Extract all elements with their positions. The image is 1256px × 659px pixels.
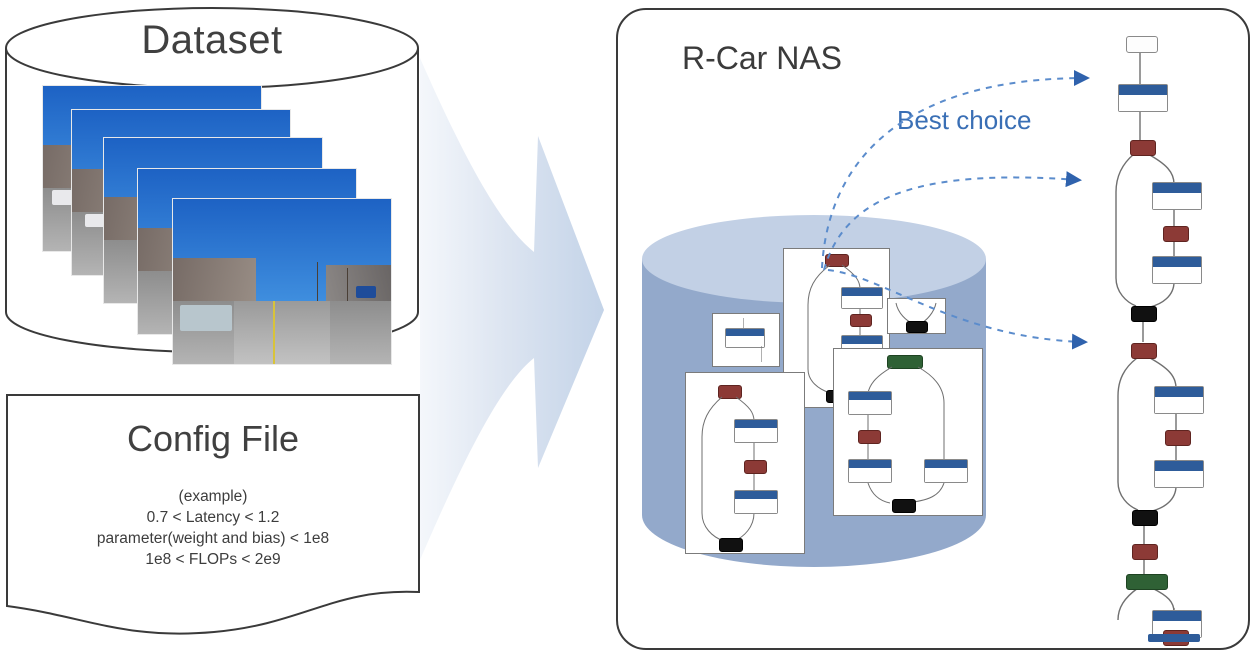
relu-node bbox=[1132, 544, 1158, 560]
add-node bbox=[906, 321, 928, 333]
relu-node bbox=[850, 314, 872, 327]
config-file-constraints: (example) 0.7 < Latency < 1.2 parameter(… bbox=[4, 486, 422, 570]
relu-node bbox=[1130, 140, 1156, 156]
add-node bbox=[1132, 510, 1158, 526]
edges bbox=[867, 366, 945, 504]
config-line: parameter(weight and bias) < 1e8 bbox=[96, 530, 330, 547]
conv-node bbox=[1154, 460, 1204, 488]
best-architecture-graph[interactable] bbox=[1100, 30, 1250, 646]
config-file-shape bbox=[6, 394, 420, 635]
config-line: 1e8 < FLOPs < 2e9 bbox=[145, 551, 281, 568]
maxpool-node bbox=[1126, 574, 1168, 590]
conv-node bbox=[734, 419, 778, 443]
conv-node bbox=[841, 287, 883, 309]
dataset-title: Dataset bbox=[141, 18, 283, 62]
add-node bbox=[1131, 306, 1157, 322]
add-node bbox=[719, 538, 743, 552]
best-choice-label: Best choice bbox=[897, 105, 1032, 135]
dataset-photo bbox=[172, 198, 392, 365]
relu-node bbox=[718, 385, 742, 399]
output-node bbox=[1148, 634, 1200, 642]
conv-node bbox=[1118, 84, 1168, 112]
relu-node bbox=[1165, 430, 1191, 446]
conv-node bbox=[734, 490, 778, 514]
conv-node bbox=[725, 328, 765, 348]
input-node bbox=[1126, 36, 1158, 53]
dataset-cylinder: Dataset bbox=[2, 4, 422, 365]
relu-node bbox=[858, 430, 881, 444]
config-line: (example) bbox=[178, 488, 248, 505]
conv-node bbox=[924, 459, 968, 483]
relu-node bbox=[1163, 226, 1189, 242]
maxpool-node bbox=[887, 355, 923, 369]
relu-node bbox=[1131, 343, 1157, 359]
candidate-graph-card[interactable] bbox=[712, 313, 780, 367]
config-file-card: Config File (example) 0.7 < Latency < 1.… bbox=[4, 392, 422, 644]
add-node bbox=[892, 499, 916, 513]
candidate-graph-card[interactable] bbox=[685, 372, 805, 554]
candidate-graph-card[interactable] bbox=[833, 348, 983, 516]
right-arrow-icon bbox=[420, 58, 604, 560]
conv-node bbox=[1152, 182, 1202, 210]
candidate-graph-card[interactable] bbox=[887, 298, 946, 334]
conv-node bbox=[1154, 386, 1204, 414]
conv-node bbox=[848, 391, 892, 415]
edges bbox=[1115, 53, 1177, 634]
conv-node bbox=[1152, 256, 1202, 284]
config-line: 0.7 < Latency < 1.2 bbox=[146, 509, 280, 526]
conv-node bbox=[848, 459, 892, 483]
config-file-title: Config File bbox=[126, 418, 300, 459]
relu-node bbox=[744, 460, 767, 474]
nas-panel-title: R-Car NAS bbox=[682, 40, 843, 76]
